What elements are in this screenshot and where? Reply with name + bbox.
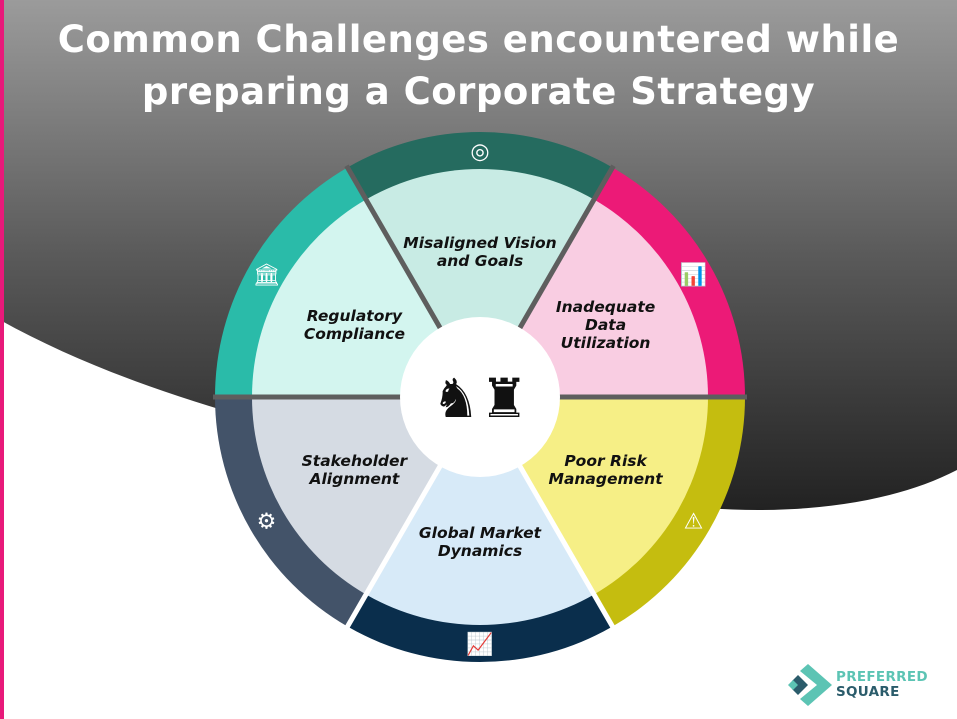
preferred-square-logo: PREFERRED SQUARE (788, 662, 938, 708)
segment-inner (366, 168, 594, 397)
logo-chevron-icon (788, 664, 832, 706)
segment-label-line: Global Market (418, 524, 542, 542)
bar-chart-icon: 📊 (680, 262, 707, 288)
bank-building-icon: 🏛 (253, 263, 281, 288)
segment-label-line: Compliance (303, 324, 405, 343)
chess-knight-rook-icon: ♞♜ (432, 367, 529, 430)
logo-text-preferred: PREFERRED (836, 669, 928, 685)
title-line-1: Common Challenges encountered while (57, 18, 900, 61)
segment-label-line: Utilization (560, 333, 651, 352)
accent-bar (0, 0, 4, 719)
segment-label-line: Alignment (309, 469, 400, 488)
segment-label-line: and Goals (436, 252, 524, 270)
segment-label-line: Misaligned Vision (403, 234, 557, 252)
segment-label-line: Dynamics (437, 542, 523, 560)
warning-icon: ⚠ (684, 509, 704, 534)
segment-label-line: Data (584, 315, 627, 334)
logo-text-square: SQUARE (836, 684, 900, 700)
title-line-2: preparing a Corporate Strategy (141, 70, 816, 113)
segment-label-line: Stakeholder (301, 451, 408, 470)
segment-label-line: Poor Risk (564, 451, 647, 470)
page-title: Common Challenges encountered while prep… (0, 14, 957, 118)
growth-chart-icon: 📈 (466, 632, 493, 658)
center-circle (400, 317, 560, 477)
segment-label-line: Regulatory (306, 306, 403, 325)
segment-label-line: Inadequate (555, 297, 656, 316)
people-handshake-icon: ⚙ (257, 509, 277, 534)
segment-inner (366, 397, 594, 625)
target-icon: ◎ (470, 140, 489, 165)
segment-label-line: Management (548, 469, 663, 488)
